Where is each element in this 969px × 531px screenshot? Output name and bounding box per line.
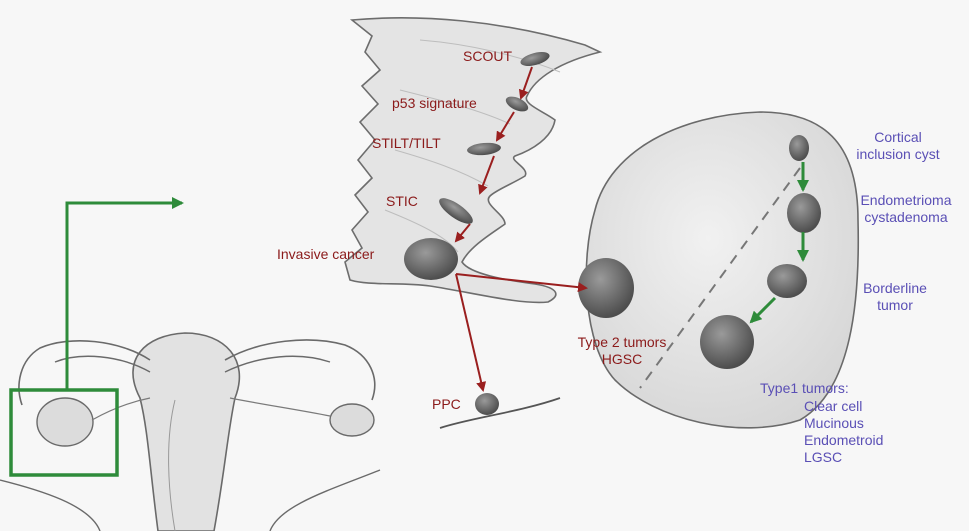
type1-item-endometroid: Endometroid xyxy=(804,432,883,449)
invasive-cancer-lesion xyxy=(404,238,458,280)
type2-line1: Type 2 tumors xyxy=(562,334,682,351)
borderline-lesion xyxy=(767,264,807,298)
stic-label: STIC xyxy=(386,193,418,210)
endometrioma-lesion xyxy=(787,193,821,233)
endometrioma-line1: Endometrioma xyxy=(850,192,962,209)
invasive-cancer-label: Invasive cancer xyxy=(277,246,374,263)
type1-tumor-list: Clear cell Mucinous Endometroid LGSC xyxy=(804,398,883,466)
p53-signature-label: p53 signature xyxy=(392,95,477,112)
endometrioma-cystadenoma-label: Endometrioma cystadenoma xyxy=(850,192,962,226)
ppc-lesion xyxy=(475,393,499,415)
type1-tumor xyxy=(700,315,754,369)
borderline-line1: Borderline xyxy=(845,280,945,297)
type2-tumor xyxy=(578,258,634,318)
borderline-tumor-label: Borderline tumor xyxy=(845,280,945,314)
right-ovary xyxy=(330,404,374,436)
ppc-label: PPC xyxy=(432,396,461,413)
left-ovary xyxy=(37,398,93,446)
cortical-cyst xyxy=(789,135,809,161)
borderline-line2: tumor xyxy=(845,297,945,314)
uterus-sketch xyxy=(0,333,380,531)
type1-item-mucinous: Mucinous xyxy=(804,415,883,432)
cortical-inclusion-cyst-label: Cortical inclusion cyst xyxy=(842,129,954,163)
cortical-line2: inclusion cyst xyxy=(842,146,954,163)
type1-item-lgsc: LGSC xyxy=(804,449,883,466)
cortical-line1: Cortical xyxy=(842,129,954,146)
type1-tumors-title: Type1 tumors: xyxy=(760,380,849,397)
scout-label: SCOUT xyxy=(463,48,512,65)
stilt-tilt-label: STILT/TILT xyxy=(372,135,441,152)
type1-item-clear-cell: Clear cell xyxy=(804,398,883,415)
type2-line2: HGSC xyxy=(562,351,682,368)
endometrioma-line2: cystadenoma xyxy=(850,209,962,226)
type2-tumors-label: Type 2 tumors HGSC xyxy=(562,334,682,368)
